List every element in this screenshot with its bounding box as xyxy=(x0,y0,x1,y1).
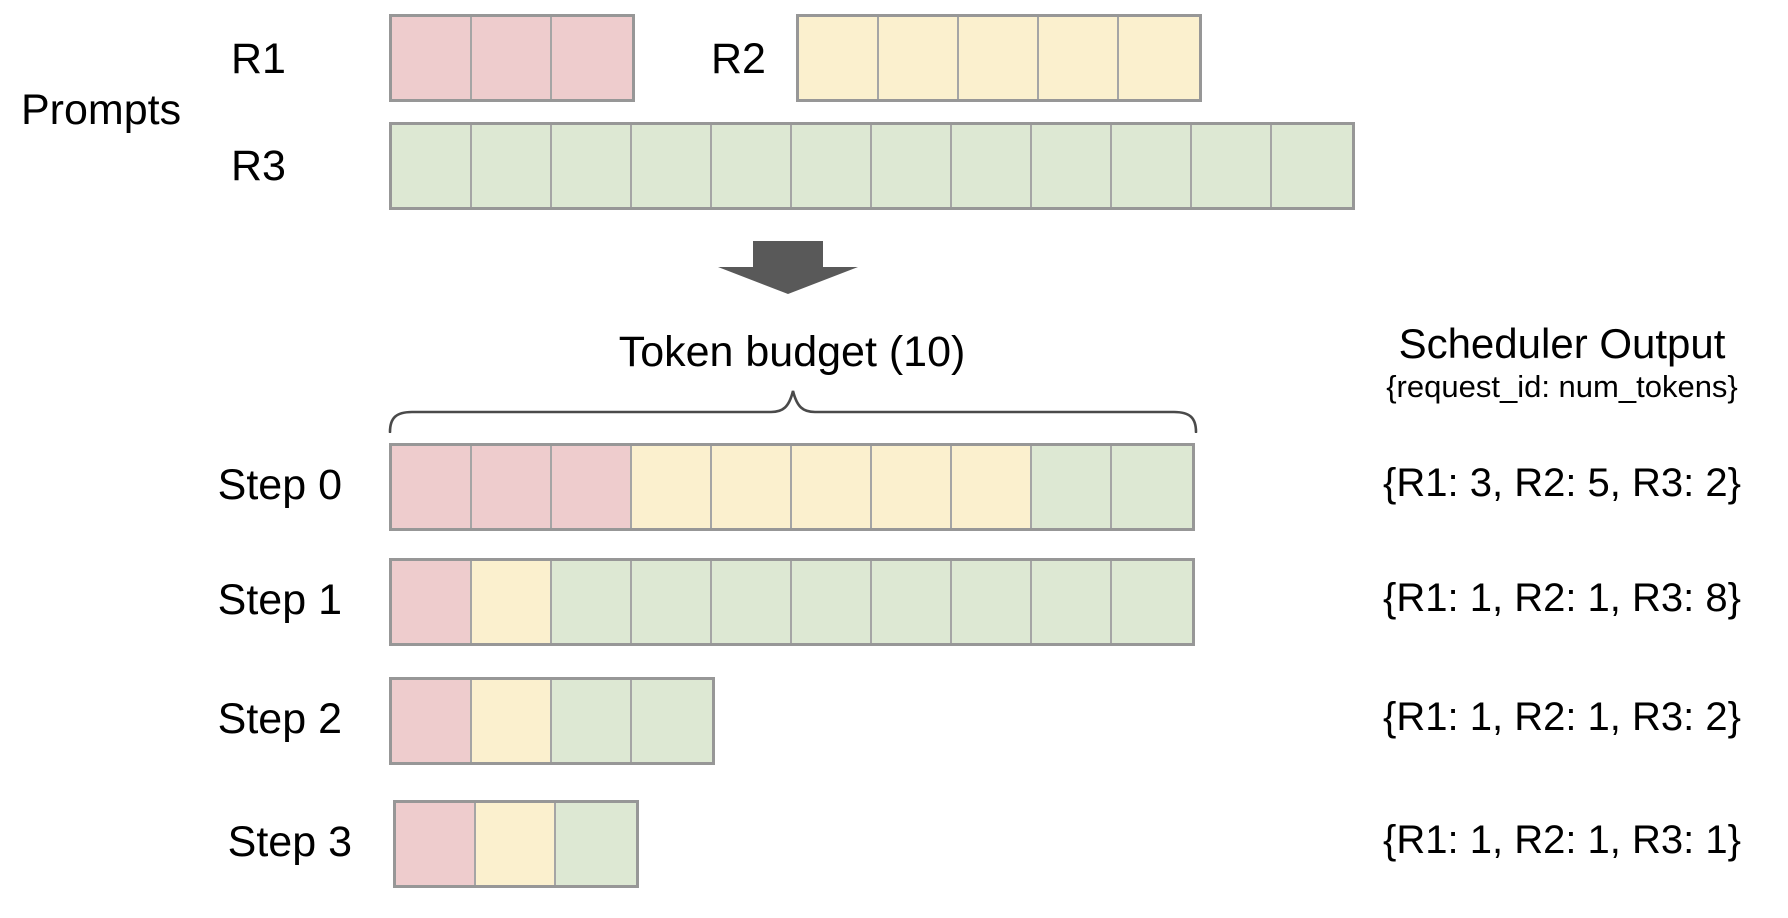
token-cell-r3 xyxy=(1032,561,1112,643)
step-0-label: Step 0 xyxy=(217,461,342,509)
token-cell-r2 xyxy=(472,680,552,762)
token-cell-r3 xyxy=(1112,125,1192,207)
curly-brace-path xyxy=(388,390,1198,433)
token-cell-r2 xyxy=(879,17,959,99)
step-0-bar xyxy=(389,443,1195,531)
token-cell-r2 xyxy=(476,803,556,885)
row-label-r3: R3 xyxy=(231,142,286,190)
step-3-label: Step 3 xyxy=(227,818,352,866)
token-cell-r3 xyxy=(712,125,792,207)
token-cell-r3 xyxy=(792,561,872,643)
scheduler-output-subtitle: {request_id: num_tokens} xyxy=(1386,369,1738,405)
token-cell-r3 xyxy=(552,125,632,207)
token-budget-label: Token budget (10) xyxy=(618,328,966,376)
token-cell-r3 xyxy=(1112,561,1192,643)
token-cell-r2 xyxy=(472,561,552,643)
down-arrow-shape xyxy=(718,241,858,294)
token-cell-r3 xyxy=(1032,125,1112,207)
token-cell-r3 xyxy=(632,561,712,643)
down-arrow-icon xyxy=(718,241,858,294)
token-cell-r1 xyxy=(472,446,552,528)
token-cell-r2 xyxy=(712,446,792,528)
step-2-label: Step 2 xyxy=(217,695,342,743)
token-cell-r3 xyxy=(872,561,952,643)
token-cell-r2 xyxy=(632,446,712,528)
scheduler-output-header: Scheduler Output {request_id: num_tokens… xyxy=(1336,320,1788,405)
token-cell-r3 xyxy=(552,561,632,643)
prompts-label: Prompts xyxy=(21,86,182,134)
token-cell-r3 xyxy=(1032,446,1112,528)
token-cell-r1 xyxy=(552,17,632,99)
step-3-output: {R1: 1, R2: 1, R3: 1} xyxy=(1383,818,1741,862)
step-1-label: Step 1 xyxy=(217,576,342,624)
curly-brace-icon xyxy=(388,390,1198,433)
token-cell-r1 xyxy=(472,17,552,99)
token-cell-r3 xyxy=(632,125,712,207)
token-cell-r1 xyxy=(392,561,472,643)
token-cell-r1 xyxy=(552,446,632,528)
prompt-bar-r2 xyxy=(796,14,1202,102)
token-cell-r2 xyxy=(799,17,879,99)
token-cell-r1 xyxy=(392,446,472,528)
scheduler-output-title: Scheduler Output xyxy=(1398,320,1726,367)
token-cell-r3 xyxy=(1192,125,1272,207)
token-cell-r2 xyxy=(792,446,872,528)
prompt-bar-r1 xyxy=(389,14,635,102)
token-cell-r3 xyxy=(552,680,632,762)
row-label-r2: R2 xyxy=(711,35,766,83)
token-cell-r3 xyxy=(712,561,792,643)
token-cell-r1 xyxy=(392,680,472,762)
step-2-bar xyxy=(389,677,715,765)
token-cell-r2 xyxy=(1039,17,1119,99)
token-cell-r3 xyxy=(556,803,636,885)
token-cell-r1 xyxy=(396,803,476,885)
step-3-bar xyxy=(393,800,639,888)
token-cell-r2 xyxy=(1119,17,1199,99)
step-1-output: {R1: 1, R2: 1, R3: 8} xyxy=(1383,576,1741,620)
token-cell-r3 xyxy=(872,125,952,207)
token-cell-r3 xyxy=(632,680,712,762)
prompt-bar-r3 xyxy=(389,122,1355,210)
token-cell-r3 xyxy=(472,125,552,207)
token-cell-r3 xyxy=(392,125,472,207)
row-label-r1: R1 xyxy=(231,35,286,83)
token-cell-r3 xyxy=(952,125,1032,207)
token-cell-r2 xyxy=(959,17,1039,99)
token-cell-r1 xyxy=(392,17,472,99)
token-cell-r3 xyxy=(1112,446,1192,528)
token-cell-r2 xyxy=(872,446,952,528)
step-1-bar xyxy=(389,558,1195,646)
token-cell-r3 xyxy=(792,125,872,207)
token-cell-r2 xyxy=(952,446,1032,528)
token-cell-r3 xyxy=(1272,125,1352,207)
step-2-output: {R1: 1, R2: 1, R3: 2} xyxy=(1383,695,1741,739)
step-0-output: {R1: 3, R2: 5, R3: 2} xyxy=(1383,461,1741,505)
token-cell-r3 xyxy=(952,561,1032,643)
